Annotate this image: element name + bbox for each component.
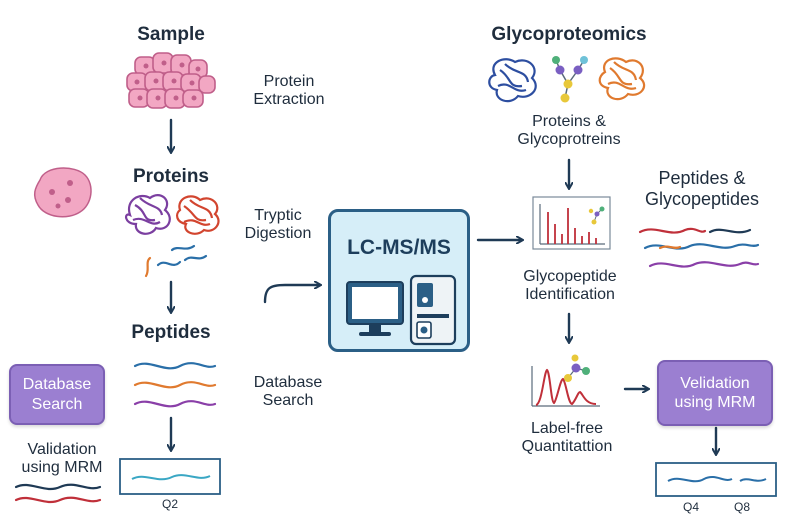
protein-extraction-line1: Protein (263, 73, 315, 90)
protein-extraction-line2: Extraction (253, 91, 325, 109)
label-free-quantitation-label: Label-free Quantitattion (502, 420, 632, 457)
database-search-label-line1: Database (253, 374, 323, 391)
protein-extraction-label: Protein Extraction (236, 73, 342, 110)
chromatogram-icon (531, 354, 600, 407)
lcms-label: LC-MS/MS (347, 236, 451, 259)
validation-label-line1: Validation (27, 441, 97, 458)
tryptic-digestion-line1: Tryptic (254, 207, 302, 224)
glycopeptide-identification-label: Glycopeptide Identification (506, 268, 634, 305)
validation-lines-left (14, 483, 102, 504)
proteins-title: Proteins (132, 166, 210, 187)
protein-tangle-icon (125, 194, 220, 235)
validation-mrm-box: Velidation using MRM (657, 360, 773, 426)
glycopeptide-lines-right (638, 227, 760, 268)
sample-title: Sample (137, 24, 205, 45)
q4-label: Q4 (682, 500, 699, 514)
glycopeptide-id-line1: Glycopeptide (523, 268, 617, 285)
validation-mrm-label: Validation using MRM (10, 441, 114, 478)
proteins-glyco-line2: Glycoprotreins (517, 131, 621, 149)
lc-ms-instrument-icon (346, 274, 457, 346)
mrm-trace-line-q8 (739, 478, 767, 482)
tryptic-digestion-label: Tryptic Digestion (236, 207, 320, 244)
glycoprotein-tangle-icon (488, 57, 646, 103)
glycopeptide-spectrum-icon (532, 196, 611, 250)
mrm-trace-line-q4 (667, 476, 733, 483)
glycan-structure-icon (552, 56, 588, 103)
validation-box-line2: using MRM (674, 394, 756, 411)
peptide-fragment-icon (144, 244, 208, 278)
tryptic-digestion-line2: Digestion (244, 225, 312, 243)
database-search-label-line2: Search (262, 392, 314, 410)
validation-label-line2: using MRM (21, 459, 103, 477)
database-search-box-line2: Search (31, 395, 83, 413)
glycoproteomics-title: Glycoproteomics (491, 24, 647, 45)
peptides-glyco-line2: Glycopeptides (644, 188, 760, 209)
peptides-glyco-line1: Peptides & (658, 168, 746, 188)
label-free-line1: Label-free (530, 420, 604, 437)
proteins-glyco-line1: Proteins & (532, 113, 606, 130)
proteins-glycoproteins-label: Proteins & Glycoprotreins (494, 113, 644, 150)
database-search-box-line1: Database (22, 376, 92, 394)
lcms-box: LC-MS/MS (328, 209, 470, 352)
label-free-line2: Quantitattion (521, 438, 613, 456)
peptides-title: Peptides (131, 322, 211, 343)
database-search-box: Database Search (9, 364, 105, 425)
q2-label: Q2 (161, 497, 178, 511)
single-cell-icon (33, 167, 92, 218)
arrow-digestion-to-lcms (263, 285, 320, 304)
database-search-label: Database Search (238, 374, 338, 411)
glycopeptide-id-line2: Identification (525, 286, 615, 304)
peptides-glycopeptides-label: Peptides & Glycopeptides (632, 168, 772, 209)
cell-cluster-icon (126, 52, 216, 109)
mrm-trace-line (131, 474, 211, 481)
validation-box-line1: Velidation (680, 374, 750, 392)
q8-label: Q8 (733, 500, 750, 514)
peptide-lines-left (133, 362, 217, 408)
